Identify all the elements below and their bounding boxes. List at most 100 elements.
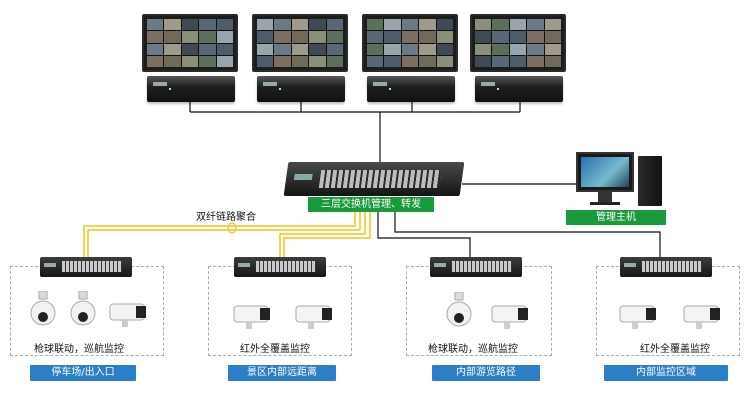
monitor-2 [252,14,348,72]
video-tile [257,55,274,67]
mgmt-host [576,152,666,208]
video-tile [384,31,401,43]
access-switch-3 [430,257,522,277]
video-tile [309,43,326,55]
video-tile [475,31,492,43]
video-tile [436,31,453,43]
video-tile [147,43,164,55]
zone-1-caption: 枪球联动，巡航监控 [34,344,124,355]
video-tile [216,31,233,43]
zone-4-caption: 红外全覆盖监控 [640,344,710,355]
video-tile [419,31,436,43]
video-tile [492,19,509,31]
video-tile [492,55,509,67]
video-tile [419,19,436,31]
zone-2-title: 景区内部远距离 [228,365,336,381]
mgmt-host-label: 管理主机 [566,210,666,225]
video-tile [509,43,527,55]
video-tile [216,55,233,67]
bullet-camera-4 [491,305,528,329]
video-tile [309,19,326,31]
video-tile [199,19,216,31]
video-tile [544,43,561,55]
video-tile [492,43,509,55]
video-tile [419,43,436,55]
core-switch [283,162,465,196]
fiber-links [83,208,371,258]
video-tile [367,31,384,43]
video-tile [492,31,509,43]
bullet-camera-6 [683,305,720,329]
video-tile [326,43,343,55]
video-tile [257,31,274,43]
video-tile [181,31,199,43]
video-tile [309,55,326,67]
mgmt-tower [638,156,662,206]
video-tile [257,19,274,31]
video-tile [509,55,527,67]
video-tile [527,31,544,43]
video-tile [326,19,343,31]
dome-camera-2 [70,291,96,326]
video-tile [164,19,181,31]
video-tile [436,19,453,31]
video-tile [509,31,527,43]
video-tile [291,19,309,31]
monitor-1 [142,14,238,72]
video-tile [291,55,309,67]
video-tile [326,55,343,67]
bullet-camera-2 [233,305,270,329]
video-tile [216,43,233,55]
video-tile [475,55,492,67]
mgmt-monitor [576,152,634,192]
video-tile [544,19,561,31]
video-tile [419,55,436,67]
video-tile [401,43,419,55]
link-access-3 [377,208,471,258]
video-tile [181,19,199,31]
zone-2-caption: 红外全覆盖监控 [240,344,310,355]
video-tile [257,43,274,55]
monitor-3 [362,14,458,72]
video-tile [367,43,384,55]
zone-3-caption: 枪球联动，巡航监控 [428,344,518,355]
bullet-camera-3 [295,305,332,329]
video-tile [274,19,291,31]
video-tile [509,19,527,31]
video-tile [274,55,291,67]
fiber-label: 双纤链路聚合 [196,212,256,223]
nvr-3 [367,76,455,102]
core-switch-label: 三层交换机管理、转发 [308,197,434,212]
video-tile [199,31,216,43]
video-tile [436,43,453,55]
video-tile [291,31,309,43]
zone-4-title: 内部监控区域 [604,365,728,381]
video-tile [147,55,164,67]
video-tile [291,43,309,55]
video-tile [436,55,453,67]
video-tile [199,55,216,67]
video-tile [401,31,419,43]
video-tile [384,19,401,31]
video-tile [164,55,181,67]
fiber-aggregation-mark [227,222,237,234]
video-tile [544,31,561,43]
video-tile [384,55,401,67]
video-tile [181,55,199,67]
bullet-camera-5 [619,305,656,329]
video-tile [164,31,181,43]
zone-1-title: 停车场/出入口 [30,365,136,381]
access-switch-4 [620,257,712,277]
nvr-2 [257,76,345,102]
video-tile [401,55,419,67]
video-tile [216,19,233,31]
video-tile [164,43,181,55]
link-access-4 [394,208,661,258]
video-tile [309,31,326,43]
video-tile [384,43,401,55]
video-tile [274,43,291,55]
video-tile [475,19,492,31]
video-tile [199,43,216,55]
nvr-1 [147,76,235,102]
